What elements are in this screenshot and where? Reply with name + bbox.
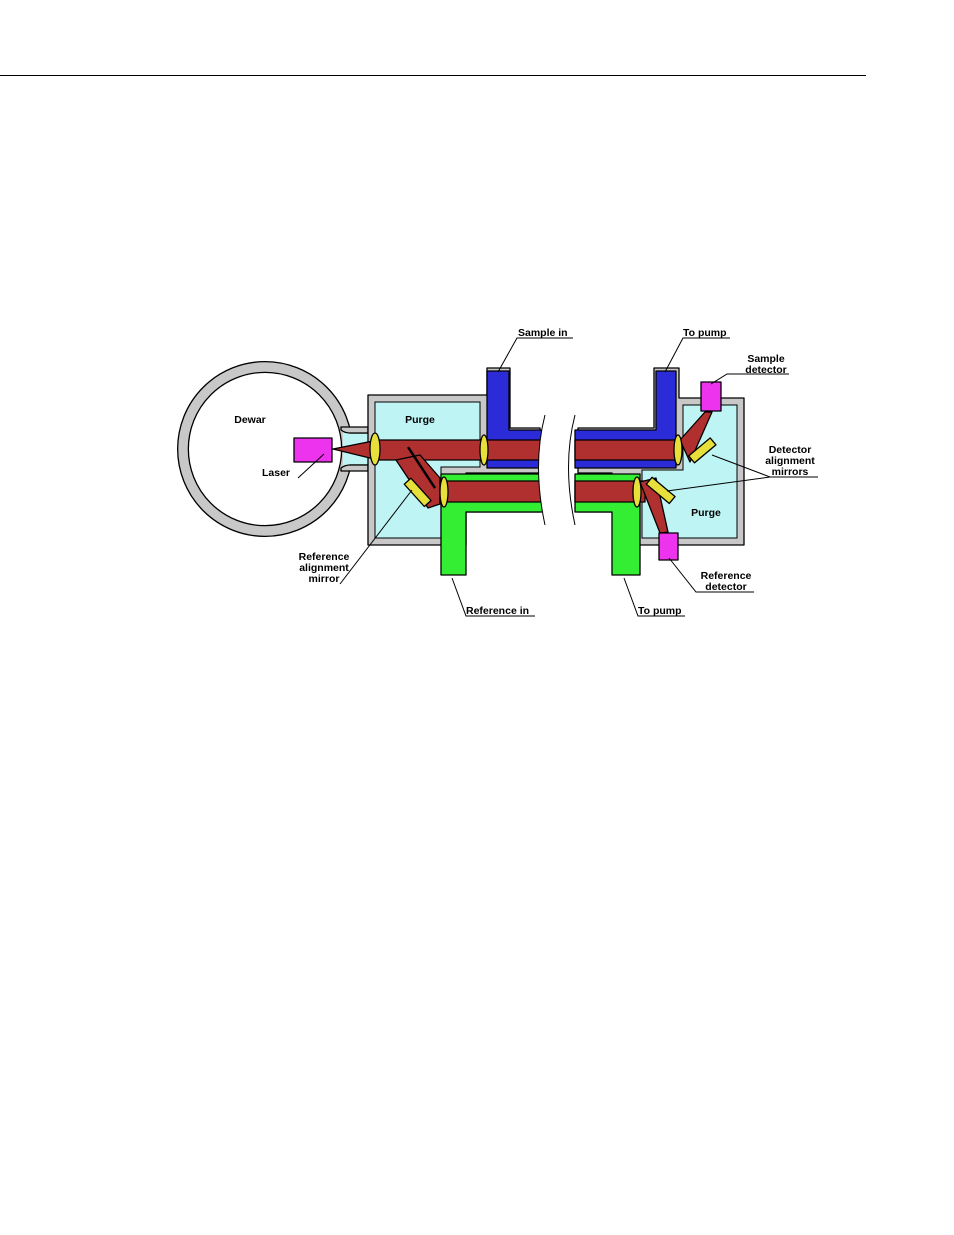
label-purge-left: Purge (405, 414, 435, 426)
label-dewar: Dewar (234, 414, 266, 426)
label-purge-right: Purge (691, 507, 721, 519)
label-sample-detector-2: detector (745, 364, 786, 376)
label-reference-detector-2: detector (705, 581, 746, 593)
label-to-pump-bottom: To pump (638, 605, 682, 617)
sample-detector (701, 382, 721, 411)
label-detector-mirrors-3: mirrors (772, 466, 809, 478)
label-to-pump-top: To pump (683, 327, 727, 339)
break-gap (539, 415, 576, 525)
label-sample-in: Sample in (518, 327, 568, 339)
label-reference-mirror-3: mirror (309, 573, 340, 585)
label-laser: Laser (262, 467, 290, 479)
label-reference-in: Reference in (466, 605, 529, 617)
reference-detector (659, 533, 678, 560)
laser (294, 438, 332, 462)
